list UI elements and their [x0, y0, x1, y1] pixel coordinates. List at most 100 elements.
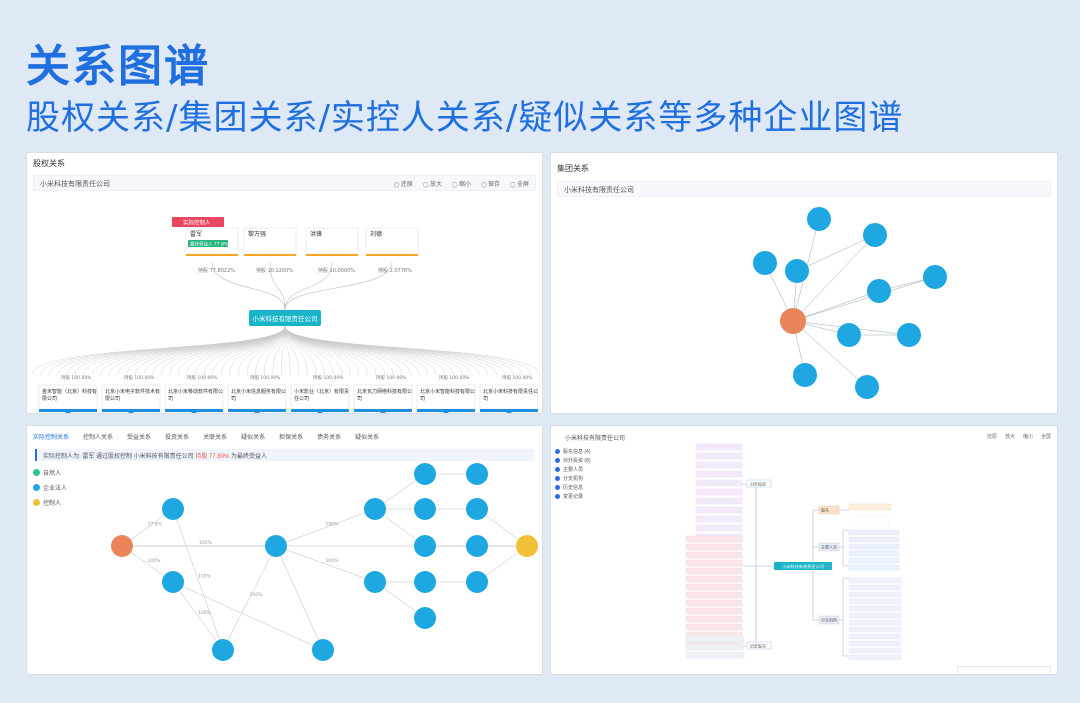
tree-group-label [746, 641, 772, 650]
subsidiary-name-2: 司 [231, 396, 236, 402]
save-button[interactable]: 保存 [481, 179, 500, 188]
zoom-out-button[interactable]: 缩小 [452, 179, 471, 188]
tree-leaf [848, 536, 900, 543]
company-node [414, 535, 436, 557]
subsidiary-pct: 持股 100.00% [250, 374, 281, 381]
center-company-label: 小米科技有限责任公司 [253, 314, 318, 323]
bullet-icon [555, 449, 560, 454]
edge-pct: 100% [198, 610, 212, 616]
fan-line [212, 325, 286, 376]
tree-group-label [746, 479, 772, 488]
subsidiary-name: 小米影业（北京）有限责 [294, 388, 349, 395]
subsidiary-name-2: 司 [357, 396, 362, 402]
edge-line [269, 261, 286, 311]
fan-line [40, 325, 286, 376]
tree-zoomout-button[interactable]: 缩小 [1022, 434, 1033, 440]
tab-0[interactable]: 实际控制关系 [33, 435, 70, 441]
tab-7[interactable]: 债务关系 [317, 435, 342, 441]
shareholder-name: 刘德 [370, 230, 382, 238]
edge-pct: 100% [148, 558, 162, 564]
group-company-node [923, 265, 947, 289]
controller-badge [172, 217, 224, 227]
subsidiary-pct: 持股 100.00% [376, 374, 407, 381]
subsidiary-card [479, 384, 539, 410]
subsidiary-name-2: 限公司 [42, 395, 57, 402]
tab-3[interactable]: 投资关系 [165, 435, 190, 441]
company-node [466, 571, 488, 593]
restore-button[interactable]: 还原 [394, 179, 413, 188]
tab-2[interactable]: 受益关系 [127, 435, 152, 441]
subsidiary-name: 北京小米电子软件技术有 [105, 388, 160, 395]
subsidiary-name: 北京小米科技有限责任公 [483, 388, 538, 395]
tree-leaf [685, 635, 745, 643]
tree-leaf [695, 515, 743, 523]
tree-leaf [848, 612, 902, 619]
tree-leaf [685, 607, 743, 615]
tree-leaf [695, 452, 743, 460]
subsidiary-name: 北京瓦力网络科技有限公 [357, 388, 412, 395]
fan-line [264, 325, 286, 376]
group-company-node [837, 323, 861, 347]
card-underline [366, 254, 418, 256]
tab-8[interactable]: 疑似关系 [355, 435, 380, 441]
fan-line [284, 325, 308, 376]
bullet-icon [555, 494, 560, 499]
tree-restore-button[interactable]: 还原 [986, 434, 997, 440]
edge-pct: 100% [250, 592, 264, 598]
control-edge [172, 581, 324, 651]
tree-zoomin-button[interactable]: 放大 [1004, 434, 1015, 440]
fan-line [238, 325, 286, 376]
group-company-node [753, 251, 777, 275]
fan-line [195, 325, 286, 376]
group-edge [792, 276, 936, 322]
tree-leaf [685, 543, 743, 551]
subsidiary-pct: 持股 100.00% [124, 374, 155, 381]
tree-leaf [848, 619, 902, 626]
expand-icon [443, 409, 449, 413]
fan-line [284, 325, 368, 376]
fan-line [229, 325, 286, 376]
tab-1[interactable]: 控制人关系 [83, 435, 114, 441]
equity-toolbar: 小米科技有限责任公司 还原 放大 缩小 保存 全屏 [33, 175, 536, 191]
tree-fullscreen-button[interactable]: 全屏 [1040, 434, 1051, 440]
tree-panel: 小米科技有限责任公司 还原 放大 缩小 全屏 股东信息 (4) 对外投资 (8)… [550, 425, 1058, 675]
subsidiary-name-2: 限公司 [105, 395, 120, 402]
group-hub-node [780, 308, 806, 334]
controller-legend: 自然人 企业法人 控制人 [33, 468, 73, 513]
tree-leaf [848, 557, 900, 564]
subsidiary-pct: 持股 100.00% [313, 374, 344, 381]
zoom-in-button[interactable]: 放大 [423, 179, 442, 188]
tree-leaf [695, 443, 743, 451]
fan-line [284, 325, 325, 376]
fullscreen-button[interactable]: 全屏 [510, 179, 529, 188]
controller-person-node [111, 535, 133, 557]
tree-leaf [848, 647, 902, 654]
controller-badge-text: 实际控制人 [183, 219, 211, 227]
hero-title: 关系图谱 [26, 41, 210, 92]
shareholder-pct: 持股 2.0776% [378, 267, 412, 274]
tree-leaf [695, 479, 743, 487]
group-company-node [897, 323, 921, 347]
tab-6[interactable]: 担保关系 [279, 435, 304, 441]
tree-group-text: 对外投资 [750, 481, 766, 487]
tab-5[interactable]: 疑似关系 [241, 435, 266, 441]
group-company-node [855, 375, 879, 399]
legend-dot-icon [33, 484, 40, 491]
fan-line [255, 325, 286, 376]
fan-line [160, 325, 286, 376]
tree-group-text: 主要人员 [821, 544, 837, 550]
company-node [414, 463, 436, 485]
tab-4[interactable]: 关联关系 [203, 435, 228, 441]
control-edge [222, 545, 277, 651]
fan-line [284, 325, 454, 376]
fan-line [135, 325, 286, 376]
controller-tabs: 实际控制关系 控制人关系 受益关系 投资关系 关联关系 疑似关系 担保关系 债务… [33, 432, 379, 441]
tree-leaf [848, 503, 892, 511]
company-node [466, 463, 488, 485]
fan-line [74, 325, 286, 376]
subsidiary-card [227, 384, 287, 410]
fan-line [126, 325, 286, 376]
